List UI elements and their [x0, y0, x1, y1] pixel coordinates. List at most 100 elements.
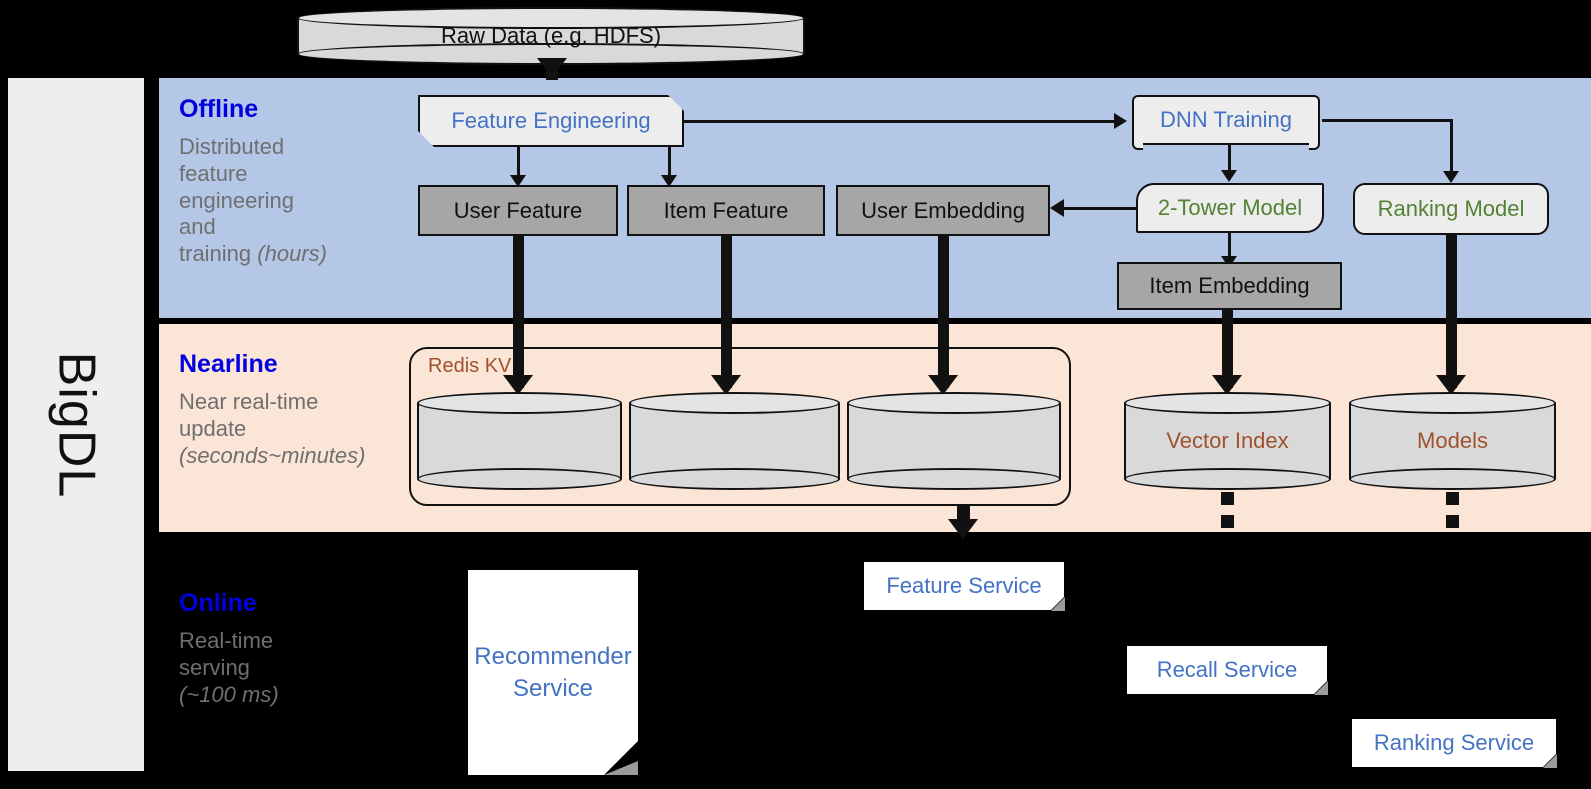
dash-vectorindex-2 [1221, 515, 1234, 528]
arrow-rawdata-fe [537, 58, 567, 78]
models-cylinder[interactable]: Models [1349, 392, 1556, 490]
raw-data-label: Raw Data (e.g. HDFS) [440, 23, 662, 48]
item-embedding-label: Item Embedding [1149, 273, 1310, 299]
online-sub-line2: serving [179, 654, 250, 680]
band-nearline-subtitle: Near real-time update (seconds~minutes) [179, 389, 429, 469]
pipe-itemembedding [1222, 310, 1233, 388]
edge-twotower-itememb [1228, 233, 1231, 259]
band-online-subtitle: Real-time serving (~100 ms) [179, 628, 349, 708]
arrow-pipe-rankingmodel [1436, 375, 1466, 395]
kv-cylinder-item-feature[interactable] [629, 392, 840, 490]
two-tower-model-box[interactable]: 2-Tower Model [1136, 183, 1324, 233]
arrow-pipe-userfeature [503, 375, 533, 395]
dash-models-1 [1446, 492, 1459, 505]
pipe-itemfeature [721, 236, 732, 388]
kv-cyl-1-label [417, 392, 622, 490]
kv-cyl-3-top [847, 392, 1061, 414]
dash-redis-featureservice [957, 506, 970, 519]
arrow-pipe-userembedding [928, 375, 958, 395]
kv-cylinder-user-embedding[interactable] [847, 392, 1061, 490]
bigdl-rail: BigDL [8, 78, 144, 771]
nearline-sub-line2: update [179, 415, 247, 441]
user-feature-box[interactable]: User Feature [418, 185, 618, 236]
arrow-pipe-itemfeature [711, 375, 741, 395]
pipe-userembedding [938, 236, 949, 388]
ranking-model-box[interactable]: Ranking Model [1353, 183, 1549, 235]
band-offline: Offline Distributed feature engineering … [159, 78, 1591, 318]
arrow-dnn-twotower [1221, 170, 1237, 182]
arrow-dnn-ranking [1443, 171, 1459, 183]
kv-cyl-1-top [417, 392, 622, 414]
recommender-service-line2: Service [512, 674, 594, 702]
arrow-pipe-itemembedding [1212, 375, 1242, 395]
arrow-fe-userfeature [510, 175, 526, 187]
pipe-rankingmodel [1446, 235, 1457, 388]
dnn-training-label: DNN Training [1159, 107, 1293, 133]
recommender-service-line1: Recommender [474, 643, 632, 671]
dash-models-2 [1446, 515, 1459, 528]
raw-data-cylinder: Raw Data (e.g. HDFS) [297, 7, 805, 65]
pipe-userfeature [513, 236, 524, 388]
offline-sub-line3: engineering and [179, 187, 294, 240]
redis-kv-label: Redis KV [428, 355, 512, 377]
feature-engineering-label: Feature Engineering [451, 108, 651, 134]
kv-cyl-2-label [629, 392, 840, 490]
offline-sub-italic: (hours) [257, 241, 327, 267]
edge-dnn-twotower [1228, 145, 1231, 173]
dash-vectorindex-1 [1221, 492, 1234, 505]
feature-service-box[interactable]: Feature Service [864, 562, 1064, 610]
kv-cylinder-user-feature[interactable] [417, 392, 622, 490]
user-embedding-box[interactable]: User Embedding [836, 185, 1050, 236]
feature-engineering-box[interactable]: Feature Engineering [418, 95, 684, 147]
user-embedding-label: User Embedding [861, 197, 1025, 223]
edge-dnn-ranking-h [1322, 119, 1452, 122]
vector-index-bottom [1124, 468, 1331, 490]
kv-cyl-3-bottom [847, 468, 1061, 490]
item-embedding-box[interactable]: Item Embedding [1117, 262, 1342, 310]
nearline-sub-line1: Near real-time [179, 389, 319, 414]
two-tower-model-label: 2-Tower Model [1157, 195, 1303, 221]
edge-fe-userfeature [517, 147, 520, 180]
band-nearline-title: Nearline [179, 350, 278, 378]
edge-fe-itemfeature [668, 147, 671, 180]
redis-kv-container [409, 347, 1071, 506]
online-sub-italic: (~100 ms) [179, 681, 279, 707]
bigdl-rail-label: BigDL [47, 351, 106, 498]
offline-sub-line1: Distributed [179, 134, 285, 159]
recommender-service-box[interactable]: Recommender Service [468, 570, 638, 775]
kv-cyl-1-bottom [417, 468, 622, 490]
arrow-twotower-userembedding [1050, 199, 1064, 217]
kv-cyl-1-body [417, 403, 622, 479]
band-offline-subtitle: Distributed feature engineering and trai… [179, 134, 329, 268]
raw-data-cylinder-top [297, 7, 805, 29]
arrow-redis-featureservice [948, 519, 978, 539]
item-feature-box[interactable]: Item Feature [627, 185, 825, 236]
offline-sub-line4: training [179, 241, 258, 267]
online-sub-line1: Real-time [179, 628, 274, 653]
recall-service-label: Recall Service [1156, 657, 1298, 682]
kv-cyl-2-bottom [629, 468, 840, 490]
recall-service-box[interactable]: Recall Service [1127, 646, 1327, 694]
vector-index-label: Vector Index [1166, 428, 1289, 453]
offline-sub-line2: feature [179, 160, 248, 186]
ranking-service-box[interactable]: Ranking Service [1352, 719, 1556, 767]
edge-twotower-userembedding [1064, 207, 1137, 210]
arrow-fe-itemfeature [661, 175, 677, 187]
feature-service-label: Feature Service [886, 573, 1042, 598]
models-top [1349, 392, 1556, 414]
ranking-service-label: Ranking Service [1373, 730, 1535, 755]
vector-index-cylinder[interactable]: Vector Index [1124, 392, 1331, 490]
user-feature-label: User Feature [453, 197, 583, 223]
nearline-sub-italic: (seconds~minutes) [179, 442, 366, 468]
models-body [1349, 403, 1556, 479]
models-bottom [1349, 468, 1556, 490]
ranking-model-label: Ranking Model [1377, 196, 1525, 222]
kv-cyl-2-top [629, 392, 840, 414]
kv-cyl-2-body [629, 403, 840, 479]
vector-index-body [1124, 403, 1331, 479]
kv-cyl-3-label [847, 392, 1061, 490]
vector-index-top [1124, 392, 1331, 414]
dnn-training-box[interactable]: DNN Training [1132, 94, 1320, 150]
bigdl-rail-label-wrap: BigDL [8, 78, 144, 771]
